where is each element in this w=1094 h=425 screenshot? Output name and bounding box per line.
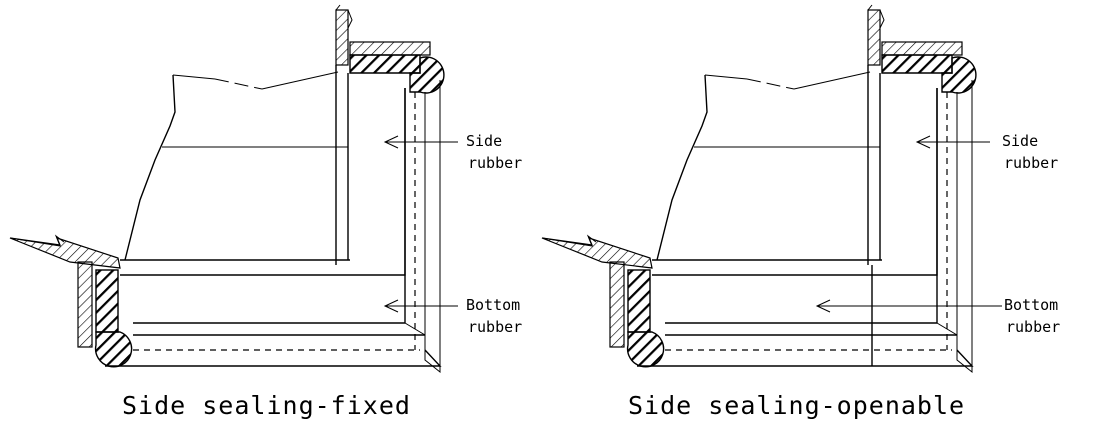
seal-drawing-fixed <box>9 4 445 373</box>
figure-fixed: Side rubber Bottom rubber Side sealing-f… <box>9 4 522 420</box>
side-rubber-arrow <box>915 135 990 149</box>
bottom-rubber-label-line1: Bottom <box>466 296 520 314</box>
side-rubber-arrow <box>383 135 458 149</box>
bottom-rubber-label-line2: rubber <box>1006 318 1060 336</box>
side-rubber-label-line1: Side <box>466 132 502 150</box>
side-rubber-label-line2: rubber <box>468 154 522 172</box>
figure-openable: Side rubber Bottom rubber Side sealing-o… <box>541 4 1060 420</box>
side-rubber-label-line1: Side <box>1002 132 1038 150</box>
bottom-rubber-arrow <box>383 299 458 313</box>
caption-fixed: Side sealing-fixed <box>122 391 411 420</box>
side-rubber-label-line2: rubber <box>1004 154 1058 172</box>
seal-drawing-openable <box>541 4 977 373</box>
bottom-rubber-arrow <box>815 299 1002 313</box>
bottom-rubber-label-line1: Bottom <box>1004 296 1058 314</box>
caption-openable: Side sealing-openable <box>628 391 965 420</box>
bottom-rubber-label-line2: rubber <box>468 318 522 336</box>
